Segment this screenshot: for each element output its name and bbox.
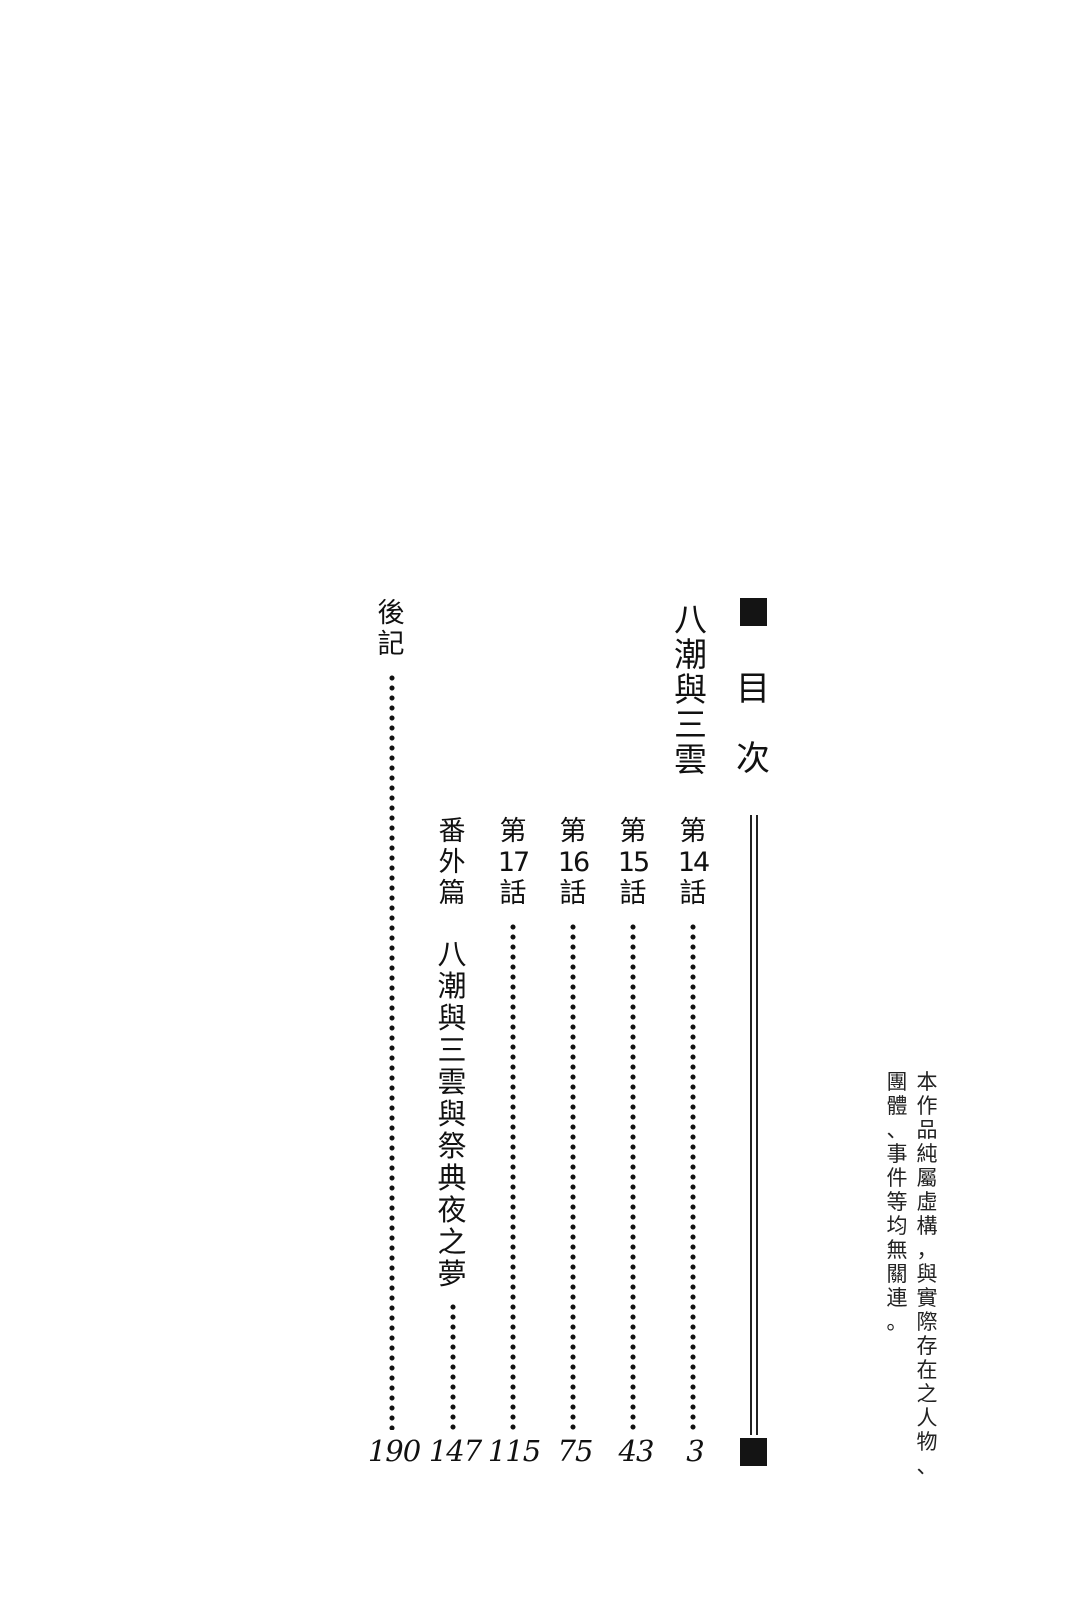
subtitle-char: 夢 [437, 1257, 467, 1291]
toc-entry-17-page[interactable]: 115 [487, 1434, 541, 1468]
note-char: 在 [916, 1358, 938, 1382]
note-char: 、 [886, 1118, 908, 1142]
note-char: 等 [886, 1190, 908, 1214]
note-char: 實 [916, 1286, 938, 1310]
entry-number: 16 [557, 847, 590, 878]
leader-dots [389, 673, 395, 1430]
note-char: 與 [916, 1262, 938, 1286]
entry-char: 話 [559, 878, 587, 909]
toc-entry-17-label[interactable]: 第 17 話 [496, 818, 530, 907]
note-char: 件 [886, 1166, 908, 1190]
entry-number: 15 [617, 847, 650, 878]
heading-square-top [740, 598, 767, 626]
note-char: ， [916, 1238, 938, 1262]
entry-char: 話 [499, 878, 527, 909]
note-char: 均 [886, 1214, 908, 1238]
note-char: 存 [916, 1334, 938, 1358]
entry-char: 外 [438, 847, 466, 878]
entry-char: 篇 [438, 878, 466, 909]
leader-dots [510, 922, 516, 1430]
double-rule-left [750, 815, 752, 1435]
subtitle-char: 八 [437, 937, 467, 971]
note-char: 純 [916, 1142, 938, 1166]
toc-entry-14-label[interactable]: 第 14 話 [676, 818, 710, 907]
entry-char: 後 [377, 598, 405, 629]
entry-number: 14 [677, 847, 710, 878]
subtitle-char: 祭 [437, 1129, 467, 1163]
subtitle-char: 夜 [437, 1193, 467, 1227]
subtitle-char: 潮 [437, 969, 467, 1003]
heading-char: 目 [736, 669, 770, 709]
toc-entry-15-page[interactable]: 43 [618, 1434, 655, 1468]
note-char: 屬 [916, 1166, 938, 1190]
note-char: 、 [916, 1454, 938, 1478]
subtitle-char: 典 [437, 1161, 467, 1195]
series-title: 八潮與三雲 [668, 602, 708, 777]
toc-heading: 目 次 [733, 672, 773, 776]
subtitle-char: 之 [437, 1225, 467, 1259]
toc-entry-16-page[interactable]: 75 [557, 1434, 594, 1468]
series-title-text: 八潮與三雲 [668, 602, 708, 777]
subtitle-char: 雲 [437, 1065, 467, 1099]
entry-char: 話 [679, 878, 707, 909]
note-char: 之 [916, 1382, 938, 1406]
toc-entry-afterword-label[interactable]: 後 記 [374, 600, 408, 662]
toc-entry-16-label[interactable]: 第 16 話 [556, 818, 590, 907]
leader-dots [450, 1302, 456, 1430]
note-char: 本 [916, 1070, 938, 1094]
note-char: 際 [916, 1310, 938, 1334]
leader-dots [630, 922, 636, 1430]
note-char: 虛 [916, 1190, 938, 1214]
entry-char: 第 [499, 816, 527, 847]
note-char: 。 [886, 1310, 908, 1334]
note-char: 連 [886, 1286, 908, 1310]
toc-entry-extra-subtitle[interactable]: 八 潮 與 三 雲 與 祭 典 夜 之 夢 [435, 940, 469, 1292]
toc-entry-extra-page[interactable]: 147 [428, 1434, 482, 1468]
subtitle-char: 與 [437, 1097, 467, 1131]
leader-dots [690, 922, 696, 1430]
note-char: 物 [916, 1430, 938, 1454]
double-rule-right [756, 815, 758, 1435]
toc-entry-extra-label[interactable]: 番 外 篇 [435, 818, 469, 911]
heading-square-bottom [740, 1438, 767, 1466]
note-char: 品 [916, 1118, 938, 1142]
toc-entry-afterword-page[interactable]: 190 [367, 1434, 421, 1468]
note-char: 人 [916, 1406, 938, 1430]
entry-char: 記 [377, 629, 405, 660]
note-char: 無 [886, 1238, 908, 1262]
entry-char: 話 [619, 878, 647, 909]
disclaimer-line-1: 本 作 品 純 屬 虛 構 ， 與 實 際 存 在 之 人 物 、 [914, 1072, 940, 1480]
heading-char: 次 [736, 739, 770, 779]
entry-number: 17 [497, 847, 530, 878]
disclaimer-line-2: 團 體 、 事 件 等 均 無 關 連 。 [884, 1072, 910, 1336]
entry-char: 番 [438, 816, 466, 847]
note-char: 事 [886, 1142, 908, 1166]
note-char: 關 [886, 1262, 908, 1286]
note-char: 團 [886, 1070, 908, 1094]
note-char: 作 [916, 1094, 938, 1118]
entry-char: 第 [559, 816, 587, 847]
entry-char: 第 [679, 816, 707, 847]
toc-entry-15-label[interactable]: 第 15 話 [616, 818, 650, 907]
note-char: 構 [916, 1214, 938, 1238]
leader-dots [570, 922, 576, 1430]
note-char: 體 [886, 1094, 908, 1118]
subtitle-char: 三 [437, 1033, 467, 1067]
entry-char: 第 [619, 816, 647, 847]
subtitle-char: 與 [437, 1001, 467, 1035]
toc-entry-14-page[interactable]: 3 [686, 1434, 704, 1468]
